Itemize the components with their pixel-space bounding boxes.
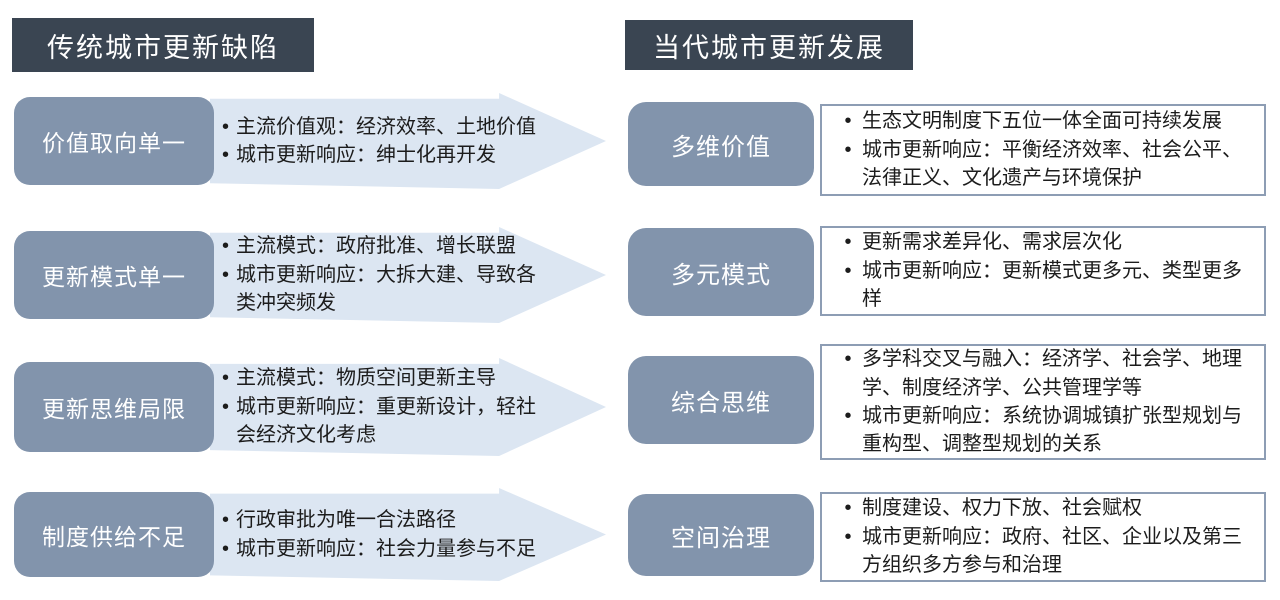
bullet-icon: •: [844, 525, 852, 548]
bullet-item: • 制度建设、权力下放、社会赋权: [834, 494, 1258, 522]
left-column-header: 传统城市更新缺陷: [12, 18, 314, 72]
bullet-text: 城市更新响应：大拆大建、导致各类冲突频发: [236, 263, 536, 315]
left-row-label-1-text: 价值取向单一: [42, 130, 186, 156]
left-row-label-2: 更新模式单一: [14, 231, 214, 319]
right-detail-box-4: • 制度建设、权力下放、社会赋权 • 城市更新响应：政府、社区、企业以及第三方组…: [820, 492, 1266, 582]
bullet-list: • 制度建设、权力下放、社会赋权 • 城市更新响应：政府、社区、企业以及第三方组…: [822, 490, 1264, 583]
bullet-text: 城市更新响应：重更新设计，轻社会经济文化考虑: [236, 395, 536, 447]
bullet-list: • 主流模式：政府批准、增长联盟 • 城市更新响应：大拆大建、导致各类冲突频发: [210, 232, 540, 317]
bullet-item: • 城市更新响应：社会力量参与不足: [222, 535, 540, 563]
left-row-label-1: 价值取向单一: [14, 97, 214, 185]
right-row-label-2-text: 多元模式: [671, 261, 771, 289]
left-row-label-3-text: 更新思维局限: [42, 396, 186, 422]
left-arrow-callout-2: • 主流模式：政府批准、增长联盟 • 城市更新响应：大拆大建、导致各类冲突频发: [210, 227, 606, 323]
bullet-icon: •: [222, 509, 230, 532]
bullet-list: • 多学科交叉与融入：经济学、社会学、地理学、制度经济学、公共管理学等 • 城市…: [822, 341, 1264, 463]
right-row-label-4: 空间治理: [628, 494, 814, 576]
bullet-list: • 主流模式：物质空间更新主导 • 城市更新响应：重更新设计，轻社会经济文化考虑: [210, 364, 540, 449]
right-detail-box-3: • 多学科交叉与融入：经济学、社会学、地理学、制度经济学、公共管理学等 • 城市…: [820, 344, 1266, 460]
bullet-item: • 城市更新响应：政府、社区、企业以及第三方组织多方参与和治理: [834, 523, 1258, 580]
bullet-icon: •: [222, 537, 230, 560]
left-arrow-callout-3: • 主流模式：物质空间更新主导 • 城市更新响应：重更新设计，轻社会经济文化考虑: [210, 358, 606, 456]
bullet-icon: •: [222, 395, 230, 418]
bullet-icon: •: [844, 497, 852, 520]
bullet-icon: •: [222, 263, 230, 286]
bullet-item: • 城市更新响应：平衡经济效率、社会公平、法律正义、文化遗产与环境保护: [834, 136, 1258, 193]
right-row-label-3-text: 综合思维: [671, 389, 771, 417]
bullet-item: • 主流模式：物质空间更新主导: [222, 364, 540, 392]
bullet-text: 多学科交叉与融入：经济学、社会学、地理学、制度经济学、公共管理学等: [862, 348, 1242, 399]
bullet-text: 更新需求差异化、需求层次化: [862, 231, 1122, 254]
right-detail-box-1: • 生态文明制度下五位一体全面可持续发展 • 城市更新响应：平衡经济效率、社会公…: [820, 104, 1266, 196]
left-row-label-4: 制度供给不足: [14, 492, 214, 577]
bullet-item: • 城市更新响应：系统协调城镇扩张型规划与重构型、调整型规划的关系: [834, 402, 1258, 459]
bullet-text: 城市更新响应：政府、社区、企业以及第三方组织多方参与和治理: [862, 525, 1242, 577]
right-row-label-1: 多维价值: [628, 102, 814, 186]
bullet-text: 主流模式：物质空间更新主导: [236, 367, 496, 390]
right-header-text: 当代城市更新发展: [653, 32, 885, 63]
bullet-list: • 生态文明制度下五位一体全面可持续发展 • 城市更新响应：平衡经济效率、社会公…: [822, 103, 1264, 196]
bullet-text: 城市更新响应：社会力量参与不足: [236, 537, 536, 560]
bullet-text: 制度建设、权力下放、社会赋权: [862, 497, 1142, 520]
bullet-icon: •: [844, 231, 852, 254]
bullet-list: • 更新需求差异化、需求层次化 • 城市更新响应：更新模式更多元、类型更多样: [822, 224, 1264, 317]
bullet-item: • 生态文明制度下五位一体全面可持续发展: [834, 107, 1258, 135]
bullet-text: 主流模式：政府批准、增长联盟: [236, 235, 516, 258]
bullet-item: • 主流价值观：经济效率、土地价值: [222, 113, 540, 141]
bullet-text: 城市更新响应：平衡经济效率、社会公平、法律正义、文化遗产与环境保护: [862, 138, 1242, 190]
bullet-item: • 更新需求差异化、需求层次化: [834, 228, 1258, 256]
bullet-text: 生态文明制度下五位一体全面可持续发展: [862, 110, 1222, 133]
bullet-text: 城市更新响应：绅士化再开发: [236, 144, 496, 166]
left-row-label-2-text: 更新模式单一: [42, 264, 186, 290]
bullet-icon: •: [222, 144, 230, 166]
left-row-label-3: 更新思维局限: [14, 362, 214, 452]
left-arrow-callout-4: • 行政审批为唯一合法路径 • 城市更新响应：社会力量参与不足: [210, 488, 606, 581]
bullet-icon: •: [222, 115, 230, 138]
bullet-icon: •: [222, 235, 230, 258]
right-column-header: 当代城市更新发展: [625, 20, 913, 70]
bullet-item: • 城市更新响应：重更新设计，轻社会经济文化考虑: [222, 393, 540, 450]
right-row-label-4-text: 空间治理: [671, 524, 771, 552]
bullet-icon: •: [844, 405, 852, 427]
bullet-item: • 城市更新响应：大拆大建、导致各类冲突频发: [222, 261, 540, 318]
left-arrow-callout-1: • 主流价值观：经济效率、土地价值 • 城市更新响应：绅士化再开发: [210, 93, 606, 189]
right-detail-box-2: • 更新需求差异化、需求层次化 • 城市更新响应：更新模式更多元、类型更多样: [820, 226, 1266, 316]
bullet-item: • 城市更新响应：绅士化再开发: [222, 141, 540, 169]
bullet-list: • 主流价值观：经济效率、土地价值 • 城市更新响应：绅士化再开发: [210, 113, 540, 170]
bullet-icon: •: [844, 259, 852, 282]
right-row-label-3: 综合思维: [628, 356, 814, 444]
bullet-icon: •: [844, 138, 852, 161]
bullet-item: • 多学科交叉与融入：经济学、社会学、地理学、制度经济学、公共管理学等: [834, 345, 1258, 402]
bullet-list: • 行政审批为唯一合法路径 • 城市更新响应：社会力量参与不足: [210, 506, 540, 563]
right-row-label-1-text: 多维价值: [671, 133, 771, 161]
bullet-item: • 行政审批为唯一合法路径: [222, 506, 540, 534]
bullet-text: 行政审批为唯一合法路径: [236, 509, 456, 532]
left-row-label-4-text: 制度供给不足: [42, 523, 186, 550]
bullet-text: 主流价值观：经济效率、土地价值: [236, 115, 536, 138]
left-header-text: 传统城市更新缺陷: [47, 32, 279, 63]
bullet-item: • 城市更新响应：更新模式更多元、类型更多样: [834, 257, 1258, 314]
bullet-text: 城市更新响应：系统协调城镇扩张型规划与重构型、调整型规划的关系: [862, 405, 1242, 456]
bullet-icon: •: [844, 348, 852, 371]
bullet-icon: •: [222, 367, 230, 390]
bullet-icon: •: [844, 110, 852, 133]
bullet-item: • 主流模式：政府批准、增长联盟: [222, 232, 540, 260]
bullet-text: 城市更新响应：更新模式更多元、类型更多样: [862, 259, 1242, 311]
right-row-label-2: 多元模式: [628, 228, 814, 316]
